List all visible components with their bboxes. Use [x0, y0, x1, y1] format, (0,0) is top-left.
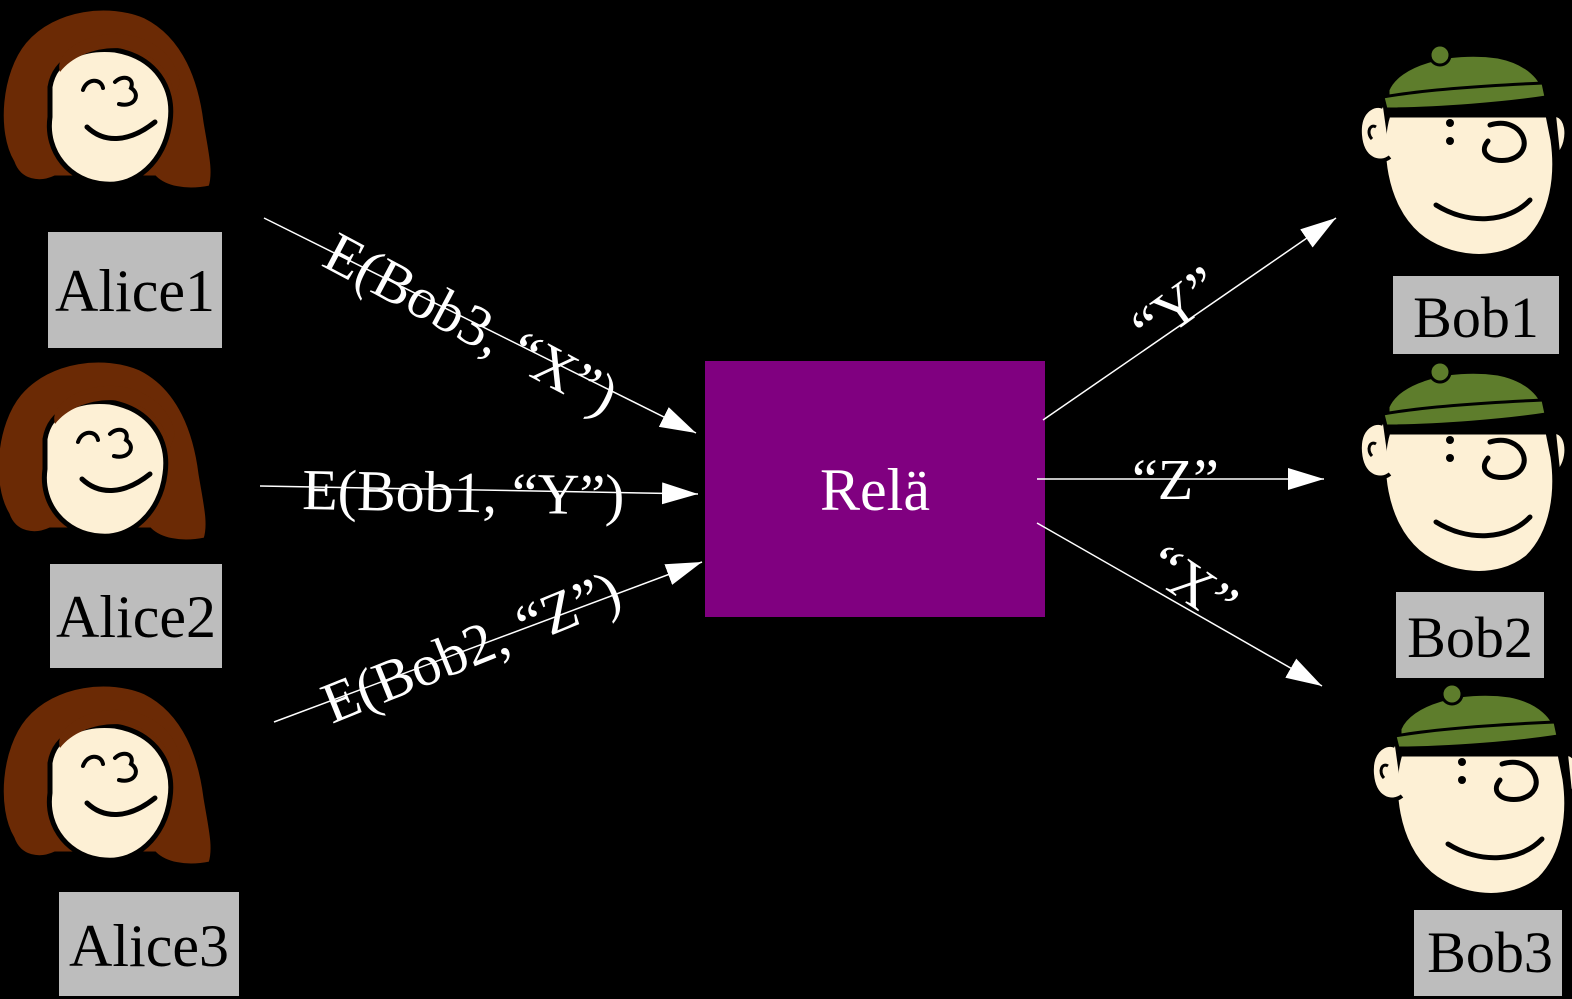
bob3-name: Bob3 [1427, 920, 1553, 985]
alice2-label: Alice2 [50, 564, 222, 668]
arrow-relay-to-bob1 [1042, 217, 1337, 421]
bob3-avatar [1372, 684, 1572, 895]
relay-label: Relä [820, 457, 930, 523]
relay-node: Relä [705, 361, 1045, 617]
bob3-label: Bob3 [1414, 910, 1562, 996]
alice1-avatar [2, 9, 212, 189]
arrow-alice1-to-relay [263, 217, 697, 434]
bob2-avatar [1360, 362, 1567, 573]
bob1-avatar [1360, 45, 1567, 256]
alice1-name: Alice1 [55, 258, 215, 324]
arrow-alice2-to-relay [259, 482, 699, 505]
message-to-bob1: “Y” [1119, 253, 1233, 360]
alice3-avatar [2, 685, 212, 865]
alice3-label: Alice3 [59, 892, 239, 996]
alice1-label: Alice1 [48, 232, 222, 348]
message-alice2: E(Bob1, “Y”) [302, 457, 625, 528]
message-to-bob2: “Z” [1132, 447, 1219, 512]
arrow-relay-to-bob3 [1036, 522, 1323, 687]
bob2-name: Bob2 [1407, 605, 1533, 670]
bob1-label: Bob1 [1393, 276, 1559, 354]
arrow-alice3-to-relay [273, 561, 703, 723]
bob1-name: Bob1 [1413, 285, 1539, 350]
bob2-label: Bob2 [1396, 592, 1544, 678]
message-alice3: E(Bob2, “Z”) [313, 558, 630, 737]
message-alice1: E(Bob3, “X”) [314, 219, 629, 428]
alice2-name: Alice2 [56, 584, 216, 650]
alice2-avatar [0, 361, 207, 541]
message-to-bob3: “X” [1136, 531, 1250, 637]
alice3-name: Alice3 [69, 913, 229, 979]
